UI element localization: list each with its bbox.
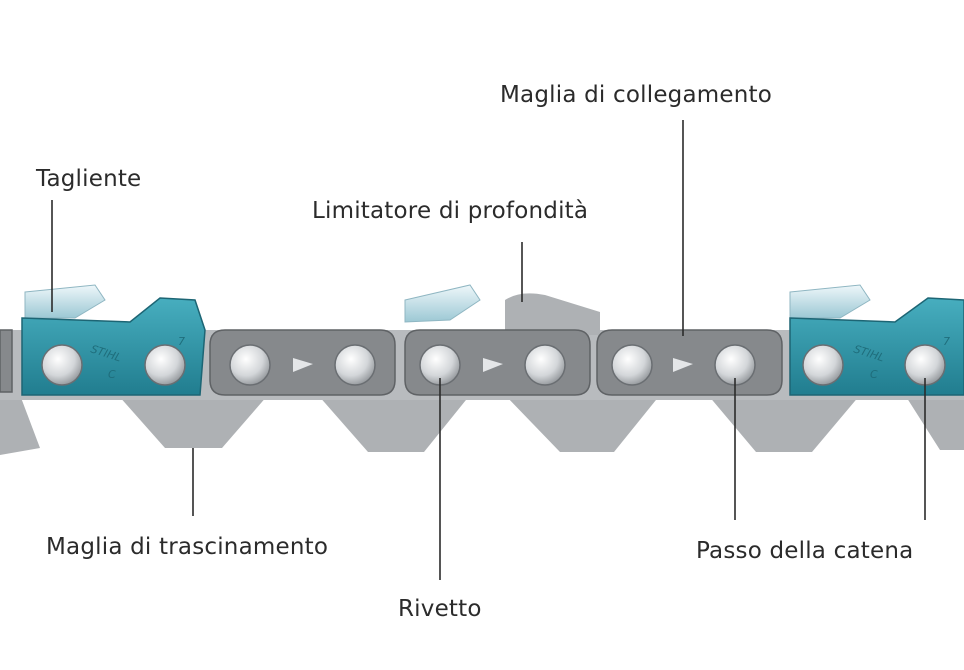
drive-link	[708, 395, 860, 452]
right-cutter-num: 7	[943, 335, 950, 348]
leader-lines	[51, 120, 926, 580]
drive-link	[505, 395, 660, 452]
rivet	[802, 344, 844, 386]
rivet	[41, 344, 83, 386]
depth-gauge	[505, 293, 600, 335]
drive-link	[905, 395, 964, 450]
rivet	[524, 344, 566, 386]
left-cutter-mark: C	[108, 368, 116, 381]
drive-link	[118, 395, 268, 448]
drive-link	[0, 395, 40, 455]
label-tie-strap: Maglia di collegamento	[500, 82, 772, 108]
link-holes	[293, 358, 693, 372]
label-rivet: Rivetto	[398, 596, 482, 622]
drive-links	[0, 395, 964, 455]
right-cutter-mark: C	[870, 368, 878, 381]
label-depth-gauge: Limitatore di profondità	[312, 198, 589, 224]
rivet	[334, 344, 376, 386]
cutter-chrome	[24, 284, 106, 319]
label-pitch: Passo della catena	[696, 538, 914, 564]
label-drive-link: Maglia di trascinamento	[46, 534, 329, 560]
left-cutter-num: 7	[178, 335, 185, 348]
rivet	[611, 344, 653, 386]
cutter-chrome	[789, 284, 871, 319]
label-cutter: Tagliente	[36, 166, 142, 192]
rivet	[229, 344, 271, 386]
tie-strap	[0, 329, 13, 393]
drive-link	[318, 395, 470, 452]
rivets	[41, 344, 946, 386]
rivet	[144, 344, 186, 386]
cutter-chrome	[404, 284, 481, 323]
